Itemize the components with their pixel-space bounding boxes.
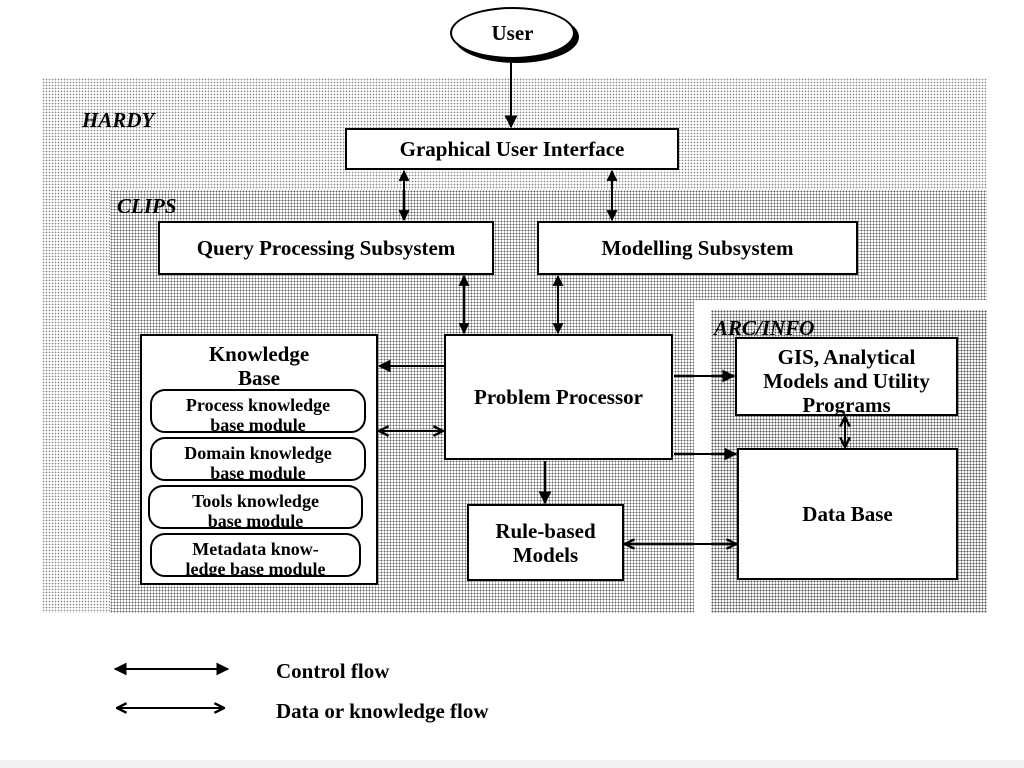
problem-processor-label: Problem Processor xyxy=(474,385,643,409)
user-node: User xyxy=(450,7,575,59)
gui-box: Graphical User Interface xyxy=(345,128,679,170)
gis-box: GIS, Analytical Models and Utility Progr… xyxy=(735,337,958,416)
knowledge-base-title-line2: Base xyxy=(238,366,280,390)
knowledge-base-title: Knowledge Base xyxy=(142,342,376,390)
query-processing-label: Query Processing Subsystem xyxy=(196,236,456,260)
domain-knowledge-line2: base module xyxy=(210,463,306,481)
query-processing-box: Query Processing Subsystem xyxy=(158,221,494,275)
gis-label-line1: GIS, Analytical xyxy=(777,345,916,369)
tools-knowledge-line1: Tools knowledge xyxy=(192,491,319,511)
tools-knowledge-line2: base module xyxy=(207,511,304,529)
metadata-knowledge-line2: ledge base module xyxy=(185,559,326,577)
clips-label: CLIPS xyxy=(117,194,177,218)
process-knowledge-line1: Process knowledge xyxy=(185,395,331,415)
gui-label: Graphical User Interface xyxy=(399,137,625,161)
metadata-knowledge-line1: Metadata know- xyxy=(192,539,319,559)
footer-bar xyxy=(0,760,1024,768)
legend-data-label: Data or knowledge flow xyxy=(276,699,489,723)
gis-label-line2: Models and Utility xyxy=(763,369,930,393)
gis-label-line3: Programs xyxy=(802,393,891,416)
hardy-label: HARDY xyxy=(82,108,155,132)
legend-control-label: Control flow xyxy=(276,659,390,683)
database-label: Data Base xyxy=(802,502,893,526)
process-knowledge-module: Process knowledge base module xyxy=(150,389,366,433)
modelling-subsystem-box: Modelling Subsystem xyxy=(537,221,858,275)
arcinfo-label: ARC/INFO xyxy=(714,316,815,340)
rule-based-models-box: Rule-based Models xyxy=(467,504,624,581)
rule-based-label-line2: Models xyxy=(512,542,579,567)
metadata-knowledge-module: Metadata know- ledge base module xyxy=(150,533,361,577)
domain-knowledge-module: Domain knowledge base module xyxy=(150,437,366,481)
rule-based-label-line1: Rule-based xyxy=(495,518,596,543)
modelling-subsystem-label: Modelling Subsystem xyxy=(601,236,794,260)
process-knowledge-line2: base module xyxy=(210,415,306,433)
user-label: User xyxy=(491,20,534,45)
problem-processor-box: Problem Processor xyxy=(444,334,673,460)
tools-knowledge-module: Tools knowledge base module xyxy=(148,485,363,529)
database-box: Data Base xyxy=(737,448,958,580)
knowledge-base-title-line1: Knowledge xyxy=(208,342,310,366)
domain-knowledge-line1: Domain knowledge xyxy=(184,443,332,463)
